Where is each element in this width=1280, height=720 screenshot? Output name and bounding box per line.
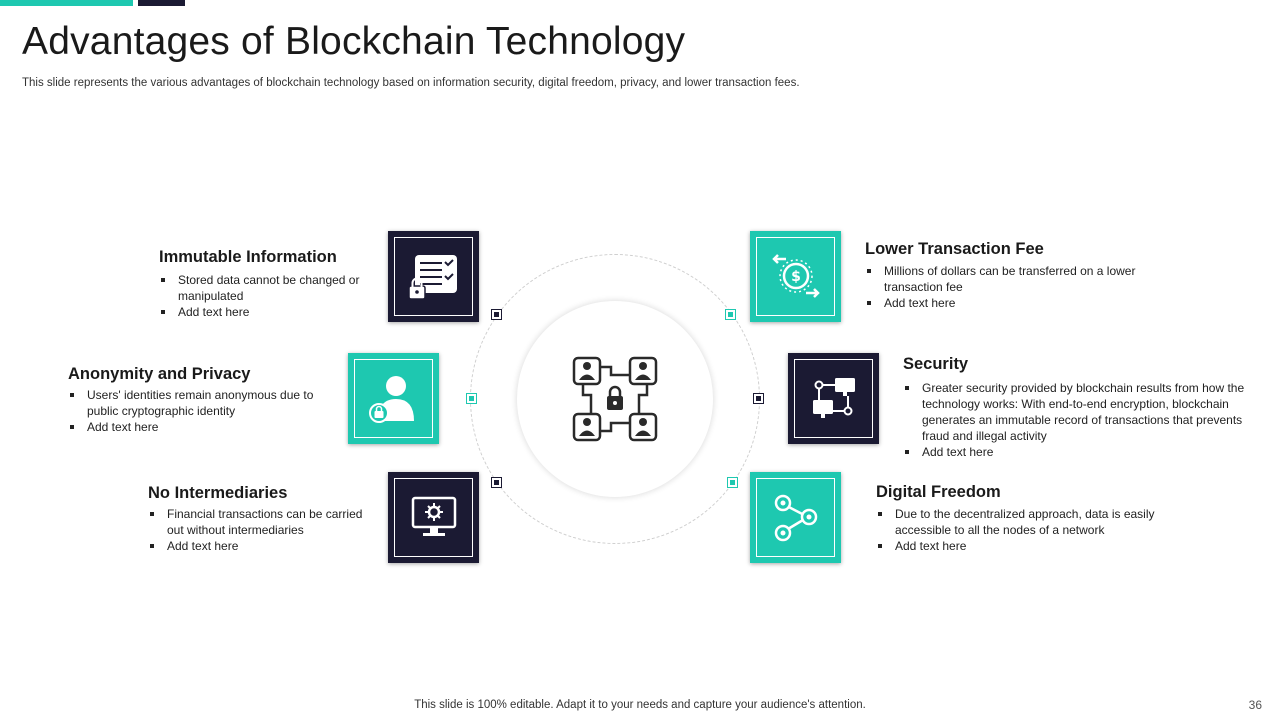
fee-bullet: Add text here [865,295,1140,311]
connector-dot-fee [725,309,736,320]
anonymity-title: Anonymity and Privacy [68,365,251,383]
connector-dot-anonymity [466,393,477,404]
freedom-icon-box [750,472,841,563]
freedom-bullet: Due to the decentralized approach, data … [876,506,1191,538]
locked-document-icon [408,255,457,300]
intermediaries-bullet: Financial transactions can be carried ou… [148,506,373,538]
freedom-bullets: Due to the decentralized approach, data … [876,506,1191,554]
anonymity-icon-box [348,353,439,444]
fee-icon-box: $ [750,231,841,322]
fee-title: Lower Transaction Fee [865,240,1044,258]
fee-bullet: Millions of dollars can be transferred o… [865,263,1140,295]
page-number: 36 [1248,698,1262,712]
freedom-title: Digital Freedom [876,483,1001,501]
immutable-bullets: Stored data cannot be changed or manipul… [159,272,374,320]
slide-subtitle: This slide represents the various advant… [22,77,800,89]
dollar-transfer-icon: $ [772,254,820,298]
user-lock-icon [369,376,414,423]
security-bullet: Greater security provided by blockchain … [903,380,1251,444]
slide-title: Advantages of Blockchain Technology [22,20,686,63]
top-accent-bar-navy [138,0,185,6]
network-computers-icon [813,378,855,418]
security-icon-box [788,353,879,444]
top-accent-bar-teal [0,0,133,6]
anonymity-bullet: Add text here [68,419,333,435]
monitor-gear-icon [411,496,457,536]
center-circle [517,301,713,497]
freedom-bullet: Add text here [876,538,1191,554]
immutable-icon-box [388,231,479,322]
intermediaries-bullet: Add text here [148,538,373,554]
security-bullets: Greater security provided by blockchain … [903,380,1251,460]
immutable-bullet: Add text here [159,304,374,320]
connector-dot-security [753,393,764,404]
fee-bullets: Millions of dollars can be transferred o… [865,263,1140,311]
connector-dot-intermediaries [491,477,502,488]
immutable-title: Immutable Information [159,248,337,266]
security-bullet: Add text here [903,444,1251,460]
security-title: Security [903,355,969,373]
intermediaries-bullets: Financial transactions can be carried ou… [148,506,373,554]
anonymity-bullets: Users' identities remain anonymous due t… [68,387,333,435]
intermediaries-icon-box [388,472,479,563]
blockchain-users-lock-icon [572,356,658,442]
anonymity-bullet: Users' identities remain anonymous due t… [68,387,333,419]
slide-footer: This slide is 100% editable. Adapt it to… [414,699,866,711]
connector-dot-freedom [727,477,738,488]
intermediaries-title: No Intermediaries [148,484,288,502]
share-nodes-icon [774,494,818,542]
svg-text:$: $ [791,269,801,285]
connector-dot-immutable [491,309,502,320]
immutable-bullet: Stored data cannot be changed or manipul… [159,272,374,304]
